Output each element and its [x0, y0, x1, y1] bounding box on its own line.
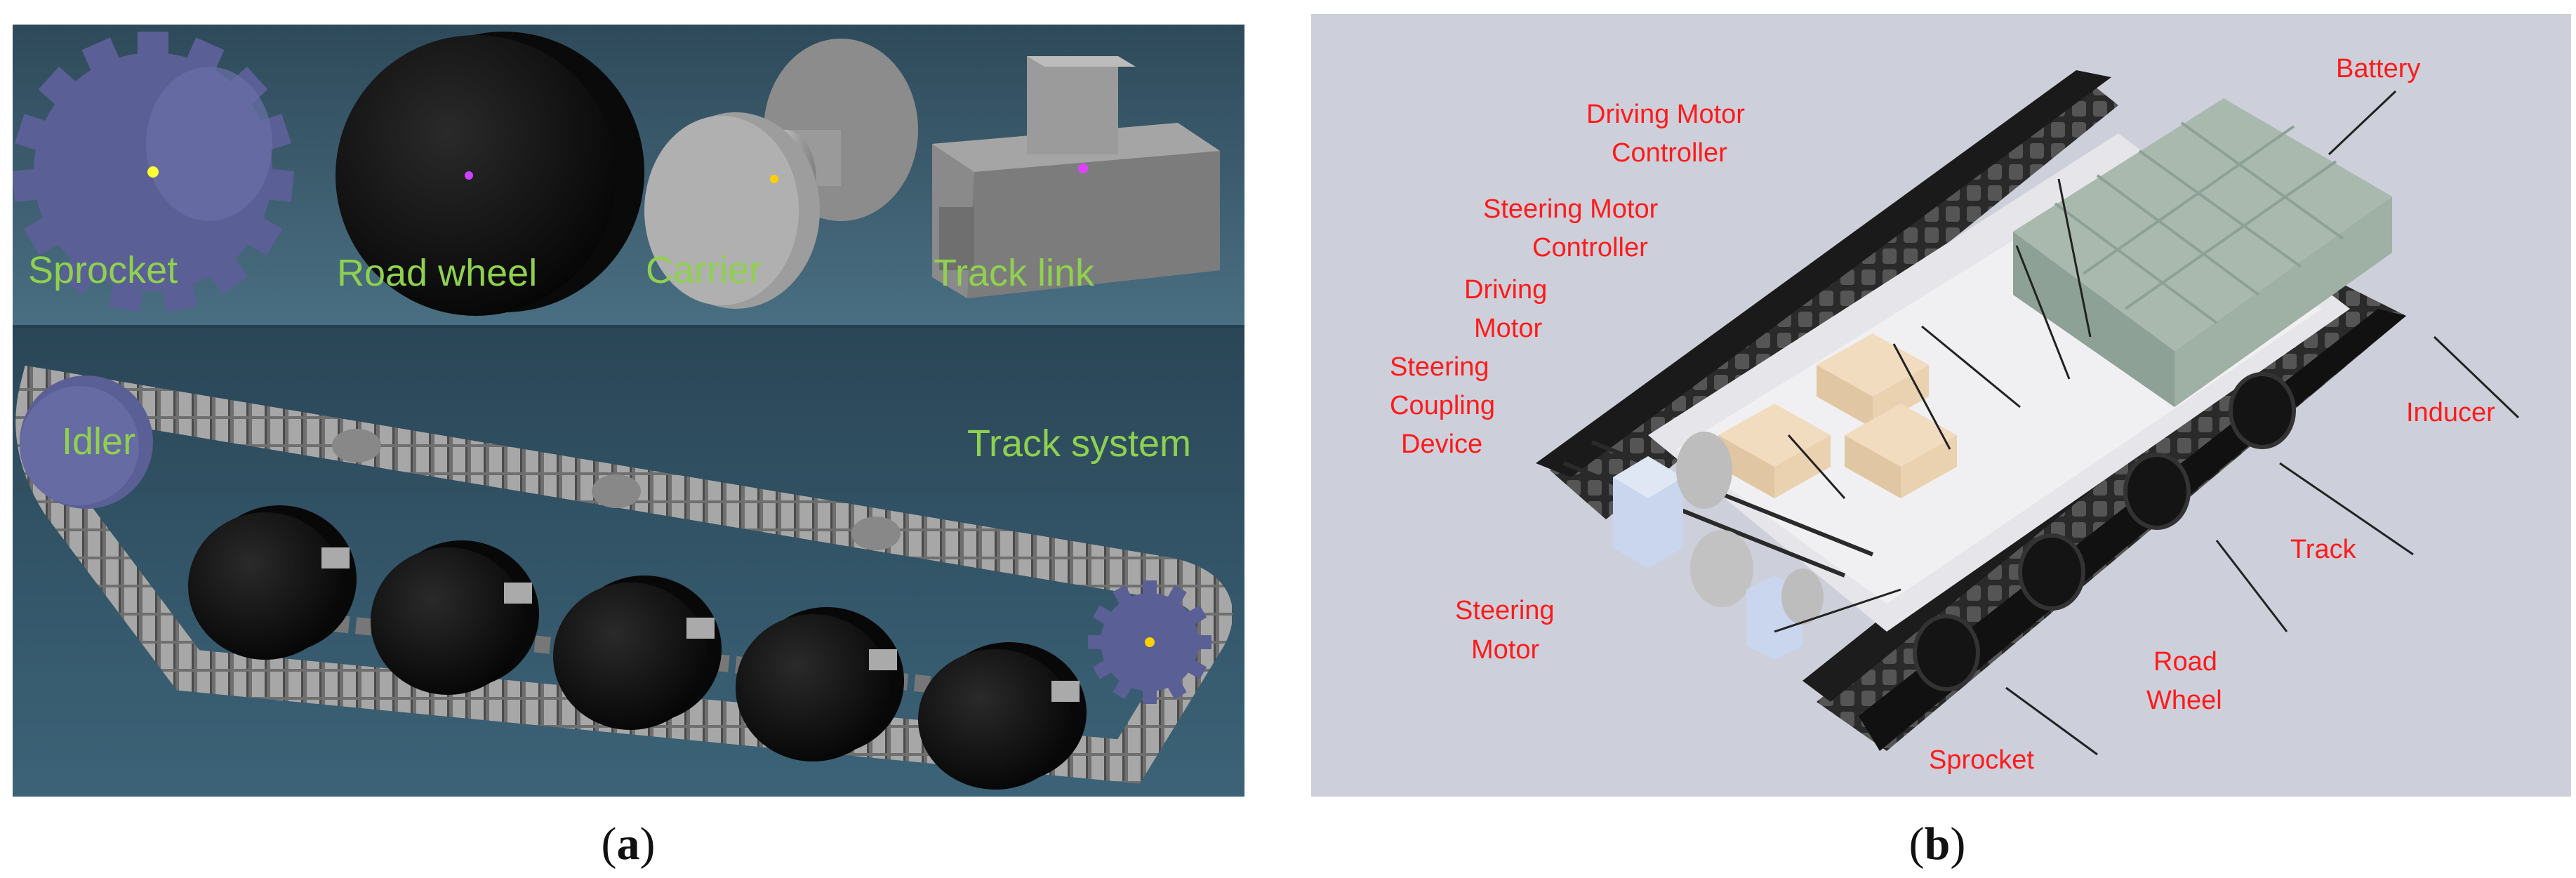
label-inducer: Inducer — [2406, 398, 2495, 427]
label-steering-motor-2: Motor — [1471, 635, 1539, 665]
label-idler: Idler — [62, 420, 135, 463]
label-driving-motor-1: Driving — [1464, 275, 1547, 305]
label-driving-motor-2: Motor — [1474, 314, 1542, 343]
carrier-part — [644, 39, 918, 309]
label-track-link: Track link — [934, 252, 1095, 294]
label-sprocket-b: Sprocket — [1929, 745, 2034, 775]
caption-a: (a) — [601, 818, 656, 870]
label-steering-motor-controller-2: Controller — [1532, 233, 1648, 262]
road-wheel-part — [336, 32, 644, 316]
label-battery: Battery — [2336, 54, 2420, 84]
label-steering-coupling-3: Device — [1401, 430, 1482, 459]
panel-a-illustration: Sprocket Road wheel Carrier Track link I… — [13, 25, 1244, 797]
panel-b: Battery Driving Motor Controller Steerin… — [1311, 14, 2571, 797]
battery-pack — [2013, 98, 2392, 407]
label-road-wheel-1: Road — [2153, 647, 2217, 677]
label-road-wheel-2: Wheel — [2146, 686, 2222, 715]
label-track: Track — [2290, 535, 2357, 564]
sprocket-part — [13, 32, 295, 313]
panel-a: Sprocket Road wheel Carrier Track link I… — [13, 25, 1244, 797]
label-road-wheel: Road wheel — [337, 252, 537, 294]
label-steering-coupling-2: Coupling — [1390, 391, 1495, 420]
label-sprocket: Sprocket — [28, 249, 178, 291]
panel-b-illustration: Battery Driving Motor Controller Steerin… — [1311, 14, 2571, 797]
label-driving-motor-controller-2: Controller — [1612, 138, 1727, 168]
road-wheels-b — [1913, 372, 2296, 691]
label-steering-coupling-1: Steering — [1390, 352, 1489, 382]
label-driving-motor-controller-1: Driving Motor — [1586, 100, 1745, 129]
track-link-part — [932, 56, 1220, 298]
label-steering-motor-1: Steering — [1455, 596, 1555, 625]
label-carrier: Carrier — [646, 249, 762, 291]
label-track-system: Track system — [967, 423, 1191, 465]
motor-controllers — [1718, 333, 1957, 498]
caption-b: (b) — [1908, 818, 1966, 870]
track-system — [15, 365, 1233, 790]
steering-assembly — [1613, 432, 1824, 660]
road-wheels-group — [188, 505, 1087, 790]
label-steering-motor-controller-1: Steering Motor — [1483, 194, 1659, 224]
